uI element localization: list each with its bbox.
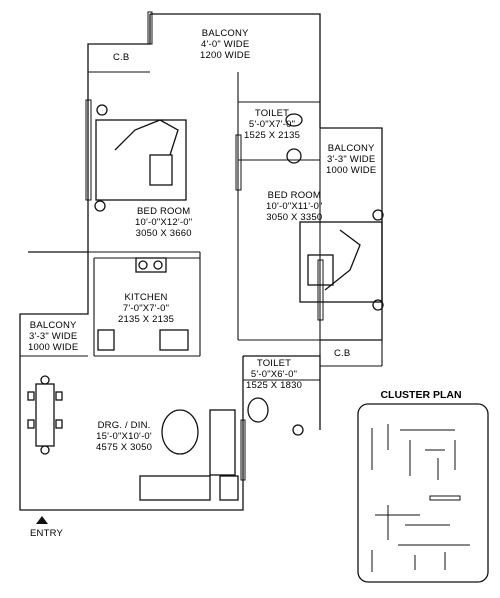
cb-bottom-label: C.B [334,348,351,359]
cb-top-label: C.B [113,52,130,63]
outer-walls [19,13,383,511]
entry-label: ENTRY [30,528,64,539]
sofa-set [139,409,239,501]
entry-arrow-icon [36,516,48,524]
bed-left [94,104,187,212]
dining-table [27,375,63,455]
bed-right [299,209,384,311]
cluster-plan-title: CLUSTER PLAN [380,389,462,401]
cluster-plan-drawing [371,424,470,572]
windows [85,11,324,481]
inner-walls [20,71,383,381]
drawing-dining-label: DRG. / DIN.15'-0"X10'-0'4575 X 3050 [96,420,153,453]
